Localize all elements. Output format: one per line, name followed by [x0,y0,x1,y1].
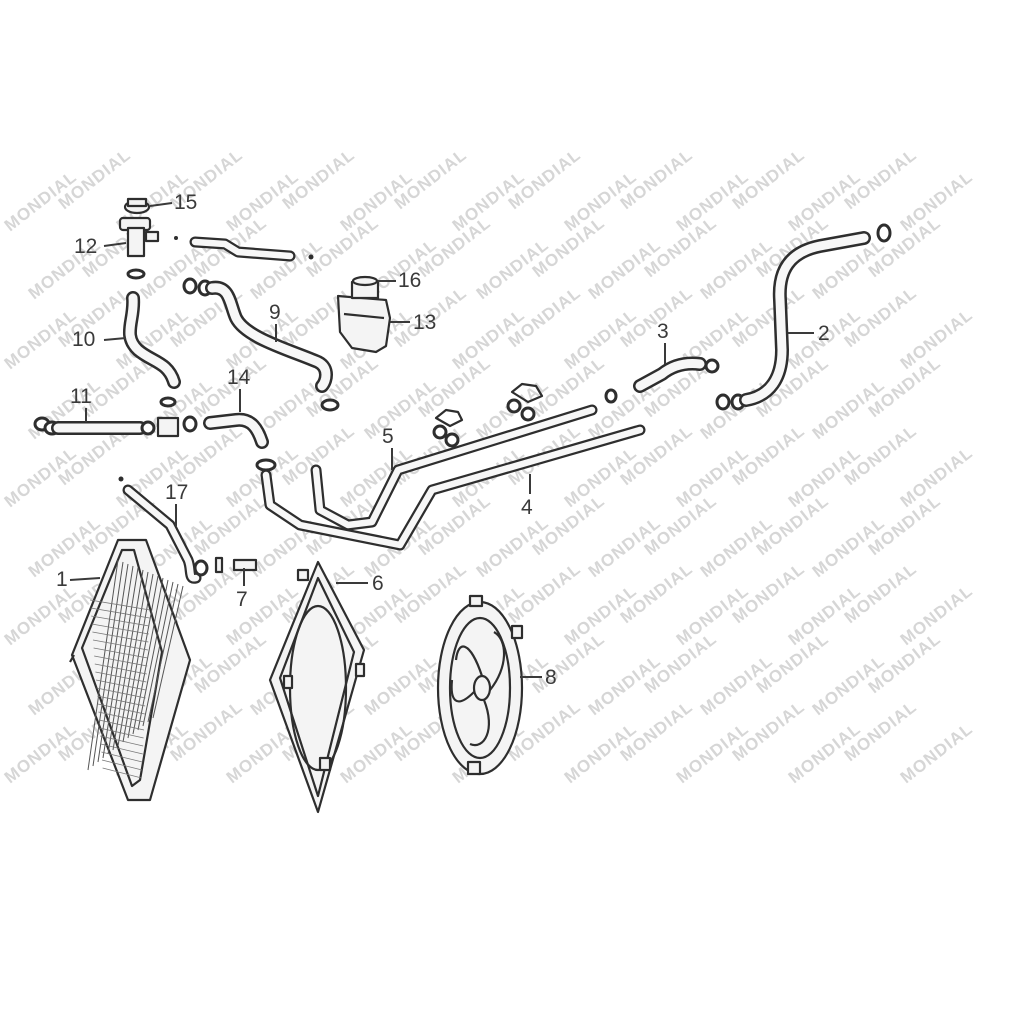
radiator-fin-line [112,569,144,751]
radiator-fin-line [100,743,143,755]
radiator-fin-line [94,655,148,667]
part-15-cap [123,197,151,215]
radiator-fin-line [96,687,146,699]
part-4-pipe [260,424,646,551]
radiator-fin-line [122,573,154,743]
pipe-brackets [432,382,544,448]
radiator-fin-line [147,583,179,723]
callout-12: 12 [74,235,97,258]
callout-11: 11 [70,385,92,408]
radiator-fin-line [98,711,145,723]
callout-8: 8 [545,666,557,689]
callout-7: 7 [236,588,248,611]
callout-5: 5 [382,425,394,448]
bleed-tube [189,236,314,262]
radiator-fins [87,559,184,779]
radiator-fin-line [92,561,124,767]
radiator-fin-line [152,585,184,719]
radiator-fin-line [101,751,143,763]
part-13-reservoir [336,275,392,354]
part-6-fan-shroud [268,560,366,814]
callout-9: 9 [269,301,281,324]
callout-15: 15 [174,191,197,214]
callout-10: 10 [72,328,95,351]
radiator-fin-line [91,615,150,627]
callouts: 15 12 10 11 14 9 16 13 3 2 5 4 17 7 1 6 [56,191,830,689]
callout-17: 17 [165,481,188,504]
callout-4: 4 [521,496,533,519]
part-10-hose [122,291,181,389]
part-2-hose [715,223,892,411]
callout-14: 14 [227,366,251,389]
radiator-fin-line [90,607,150,619]
watermark-text: MONDIAL [897,719,977,787]
radiator-fin-line [98,719,145,731]
callout-16: 16 [398,269,421,292]
part-5-pipe [310,404,598,531]
part-3-hose [604,356,720,404]
radiator-fin-line [94,663,147,675]
radiator-fin-line [97,703,145,715]
radiator-fin-line [97,695,146,707]
radiator-fin-line [101,759,143,771]
radiator-fin-line [102,565,134,759]
part-8-fan [436,594,524,776]
radiator-fin-line [92,631,149,643]
part-7-bolt [214,556,258,574]
radiator-fin-line [132,577,164,735]
radiator-fin-line [137,579,169,731]
radiator-fin-line [89,599,151,611]
callout-2: 2 [818,322,830,345]
radiator-fin-line [87,559,119,771]
radiator-fin-line [91,623,149,635]
radiator-fin-line [100,735,144,747]
radiator-fin-line [102,767,142,779]
radiator-fin-line [99,727,144,739]
callout-3: 3 [657,320,669,343]
callout-1: 1 [56,568,68,591]
radiator-fin-line [142,581,174,727]
radiator-fin-line [92,639,149,651]
callout-6: 6 [372,572,384,595]
part-12-thermostat-housing [118,216,178,280]
part-9-hose [182,277,340,412]
radiator-fin-line [95,679,147,691]
radiator-fin-line [93,647,148,659]
part-11-hose [33,396,198,438]
part-1-radiator [69,538,192,802]
callout-13: 13 [413,311,436,334]
part-17-overflow-tube [118,476,209,584]
radiator-fin-line [95,671,147,683]
